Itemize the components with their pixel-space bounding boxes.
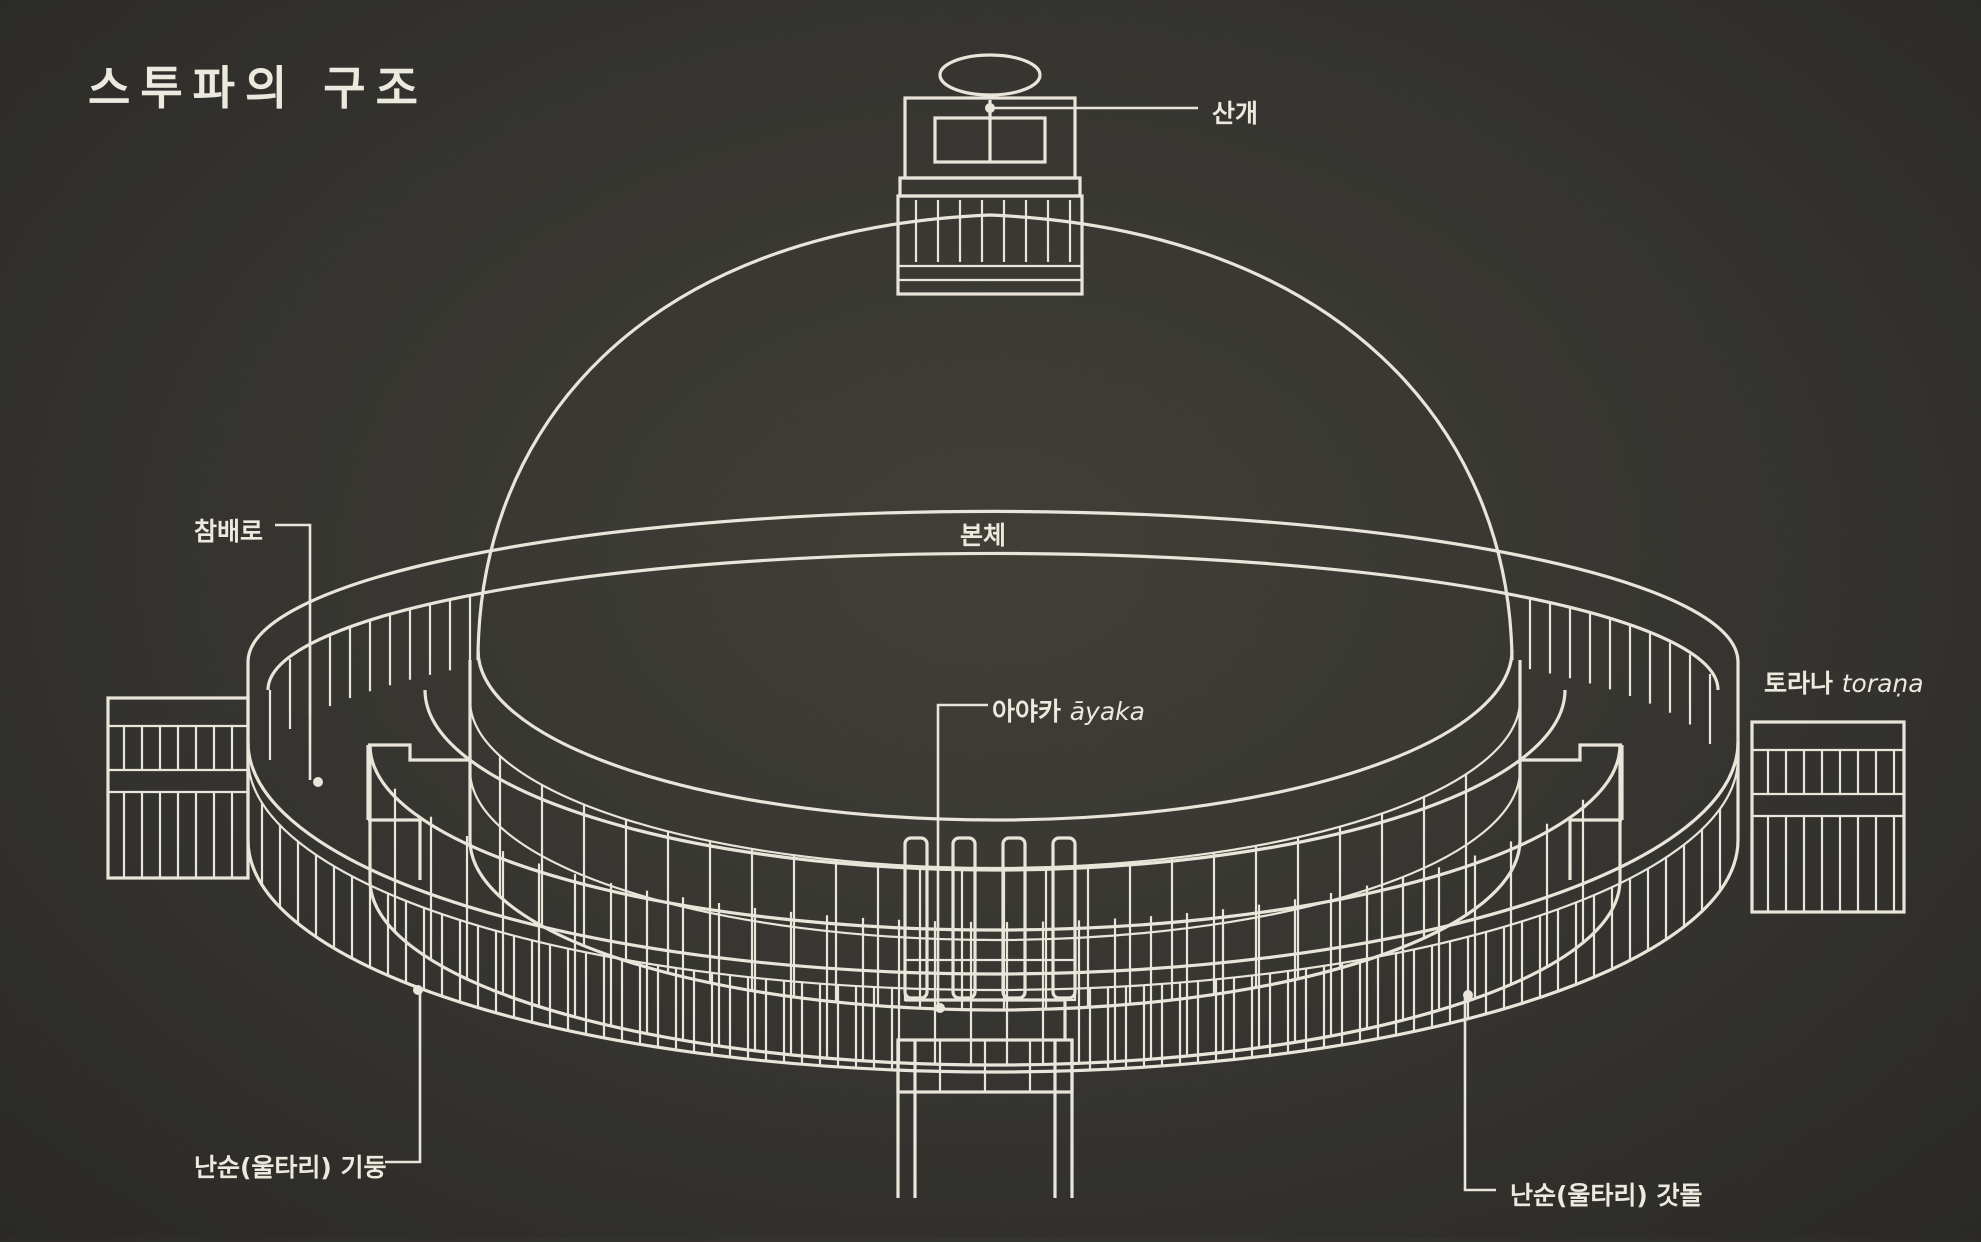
label-torana-en: toraṇa (1841, 669, 1924, 698)
label-torana-ko: 토라나 (1764, 669, 1834, 698)
label-nansun-pillar: 난순(울타리) 기둥 (194, 1153, 387, 1182)
dome-anda (476, 213, 1514, 661)
front-gate-steps (896, 998, 1074, 1198)
processional-path-ring (368, 689, 1622, 1067)
label-nansun-rail: 난순(울타리) 갓돌 (1510, 1181, 1703, 1210)
torana-left (106, 696, 250, 880)
label-ayaka-en: āyaka (1069, 697, 1145, 726)
label-chambaero: 참배로 (194, 517, 264, 546)
torana-right (1750, 720, 1906, 914)
label-ayaka-ko: 아야카 (992, 697, 1062, 726)
label-torana: 토라나 toraṇa (1764, 664, 1924, 700)
leader-lines (275, 103, 1496, 1192)
side-platform-left (366, 743, 470, 880)
label-bonche: 본체 (960, 521, 1007, 550)
harmika-chattra (896, 53, 1084, 296)
railing-front (246, 596, 1740, 1074)
page-title: 스투파의 구조 (88, 61, 428, 115)
label-ayaka: 아야카 āyaka (992, 692, 1145, 728)
label-sange: 산개 (1212, 99, 1259, 128)
ayaka-pillars (903, 836, 1077, 1002)
side-platform-right (1520, 743, 1624, 880)
